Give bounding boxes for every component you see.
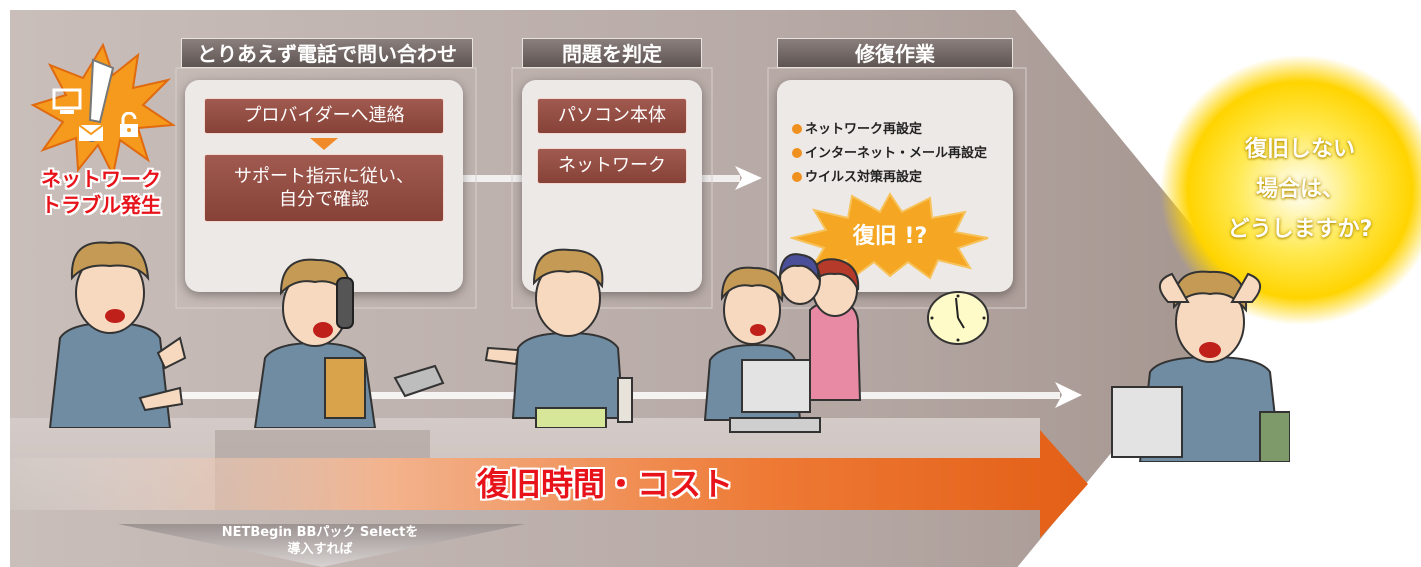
step2-header: 問題を判定 bbox=[522, 38, 702, 68]
envelope-icon bbox=[78, 124, 104, 141]
step1-item-provider: プロバイダーへ連絡 bbox=[204, 98, 444, 134]
person-headache-illustration bbox=[1111, 270, 1290, 462]
down-arrow-icon bbox=[310, 138, 338, 150]
person-trouble-illustration bbox=[48, 241, 187, 428]
people-repair-illustration bbox=[703, 253, 862, 433]
person-phone-illustration bbox=[253, 258, 445, 428]
computer-icon bbox=[52, 88, 82, 114]
step3-bullet-virus: ウイルス対策再設定 bbox=[792, 166, 922, 185]
step3-header: 修復作業 bbox=[777, 38, 1013, 68]
footer-text: NETBegin BBパック Selectを 導入すれば bbox=[221, 525, 419, 557]
step3-bullet-network: ネットワーク再設定 bbox=[792, 118, 922, 137]
step1-item-support: サポート指示に従い、 自分で確認 bbox=[204, 154, 444, 222]
trouble-label: ネットワーク トラブル発生 bbox=[41, 167, 161, 217]
person-judging-illustration bbox=[484, 248, 633, 428]
recovery-burst-icon bbox=[790, 192, 989, 280]
result-question: 復旧しない 場合は、 どうしますか? bbox=[1227, 137, 1373, 242]
step1-header: とりあえず電話で問い合わせ bbox=[181, 38, 473, 68]
warning-burst-icon bbox=[30, 42, 176, 179]
step2-item-pc: パソコン本体 bbox=[537, 98, 687, 134]
padlock-icon bbox=[120, 112, 138, 137]
clock-icon bbox=[927, 291, 989, 345]
recovery-burst-text: 復旧 !? bbox=[852, 224, 928, 249]
step2-item-network: ネットワーク bbox=[537, 148, 687, 184]
recovery-cost-label: 復旧時間・コスト bbox=[476, 465, 733, 503]
step3-bullet-internet: インターネット・メール再設定 bbox=[792, 142, 987, 161]
